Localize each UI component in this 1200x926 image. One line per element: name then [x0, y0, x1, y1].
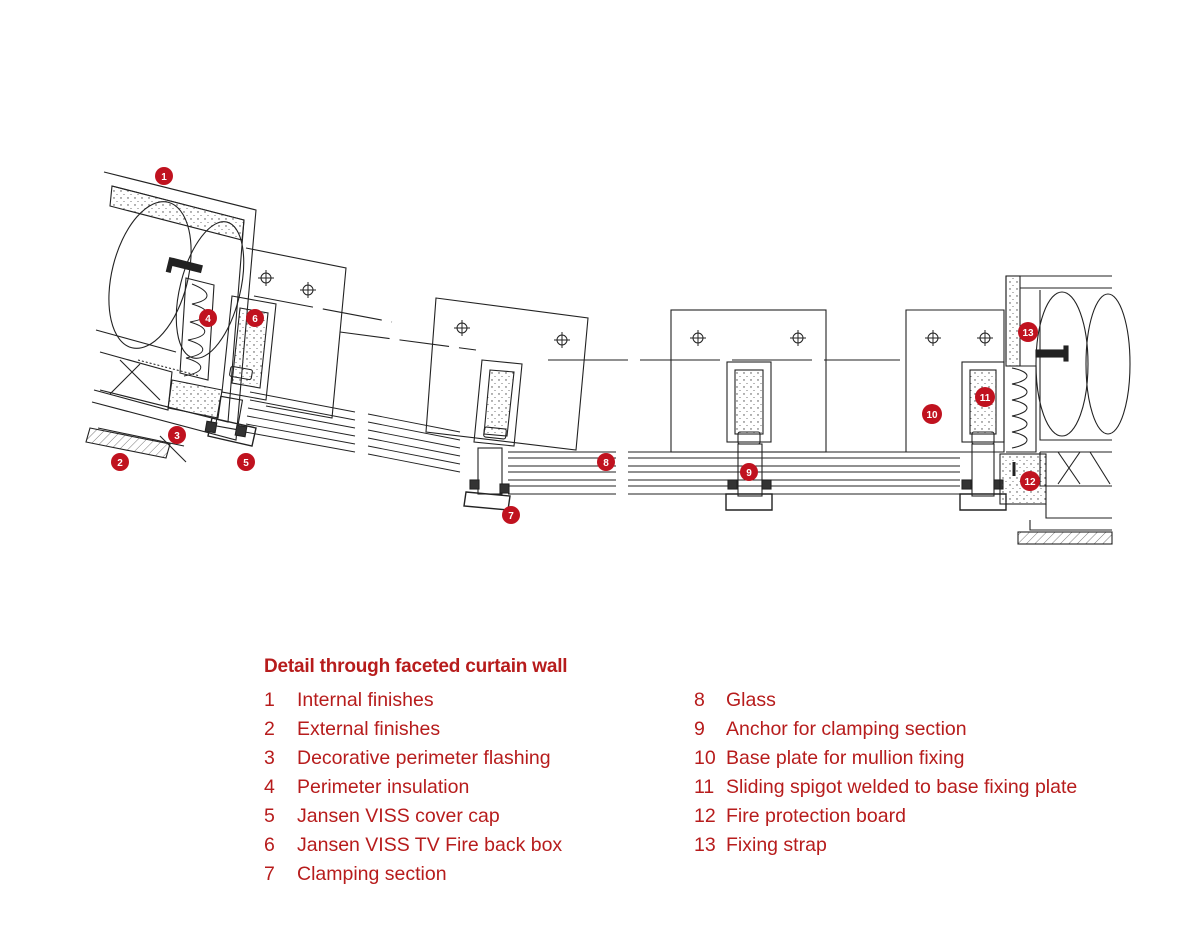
marker-1: 1 [155, 167, 173, 185]
right-wall-assembly [1005, 275, 1131, 487]
marker-8: 8 [597, 453, 615, 471]
left-base-plate [245, 247, 347, 419]
marker-3: 3 [168, 426, 186, 444]
right-clamp-and-cap [959, 443, 1007, 511]
marker-5: 5 [237, 453, 255, 471]
left-wall-assembly [91, 171, 257, 441]
svg-text:8: 8 [603, 458, 609, 469]
left-angled-glass [244, 391, 461, 473]
marker-12: 12 [1020, 471, 1040, 491]
straight-glass-band [508, 451, 960, 495]
marker-6: 6 [246, 309, 264, 327]
svg-text:13: 13 [1022, 328, 1034, 339]
second-clamp-and-cap [463, 447, 511, 511]
marker-2: 2 [111, 453, 129, 471]
svg-text:1: 1 [161, 172, 167, 183]
svg-text:12: 12 [1024, 477, 1036, 488]
marker-11: 11 [975, 387, 995, 407]
marker-4: 4 [199, 309, 217, 327]
svg-text:9: 9 [746, 468, 752, 479]
right-perimeter-insulation [1011, 367, 1028, 449]
svg-text:7: 7 [508, 511, 514, 522]
legend-title: Detail through faceted curtain wall [264, 656, 568, 677]
second-mullion-plate [425, 297, 589, 451]
svg-text:4: 4 [205, 314, 211, 325]
right-mullion-plate [905, 309, 1005, 453]
marker-7: 7 [502, 506, 520, 524]
marker-9: 9 [740, 463, 758, 481]
marker-10: 10 [922, 404, 942, 424]
left-fixing-screw-icon [165, 257, 203, 274]
second-back-box [473, 359, 523, 447]
left-perimeter-insulation [183, 283, 208, 377]
right-fixing-screw-icon [1035, 345, 1069, 362]
right-fire-board [999, 453, 1113, 545]
third-mullion-plate [670, 309, 827, 453]
curtain-wall-section-drawing: 1 2 3 4 5 6 7 8 9 10 11 12 13 [85, 167, 1131, 545]
left-back-box [221, 295, 277, 401]
svg-text:2: 2 [117, 458, 123, 469]
svg-text:5: 5 [243, 458, 249, 469]
svg-text:10: 10 [926, 410, 938, 421]
marker-13: 13 [1018, 322, 1038, 342]
left-clamp-and-cap [167, 379, 257, 447]
svg-text:11: 11 [980, 393, 991, 404]
third-back-box [726, 361, 772, 445]
svg-text:6: 6 [252, 314, 258, 325]
svg-text:3: 3 [174, 431, 180, 442]
third-clamp-and-cap [725, 443, 773, 511]
left-external-finish [85, 427, 187, 463]
